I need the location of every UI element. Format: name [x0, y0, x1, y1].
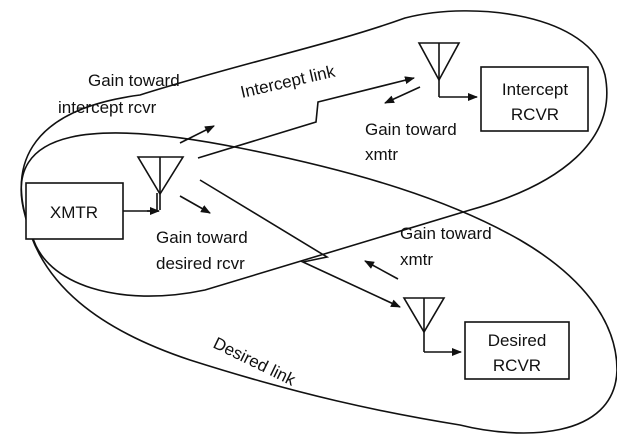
gain-toward-intercept-line1: Gain toward	[88, 71, 180, 90]
transmitter-label: XMTR	[50, 203, 98, 222]
desired-antenna-icon	[402, 297, 446, 352]
gain-toward-desired-arrow	[179, 195, 211, 214]
desired-gain-toward-xmtr-line1: Gain toward	[400, 224, 492, 243]
desired-gain-toward-xmtr-line2: xmtr	[400, 250, 433, 269]
desired-link-lobe	[20, 132, 617, 434]
intercept-gain-toward-xmtr-arrow	[384, 86, 421, 104]
intercept-receiver-box	[480, 66, 589, 132]
intercept-link-path	[197, 76, 415, 159]
gain-toward-intercept-line2: intercept rcvr	[58, 98, 157, 117]
desired-link-path	[199, 179, 401, 308]
desired-link-label: Desired link	[210, 334, 299, 390]
gain-toward-desired-line1: Gain toward	[156, 228, 248, 247]
gain-toward-intercept-arrow	[179, 125, 215, 144]
intercept-antenna-icon	[417, 42, 461, 97]
transmitter-antenna-icon	[136, 156, 185, 210]
desired-receiver-label-line2: RCVR	[493, 356, 541, 375]
intercept-gain-toward-xmtr-line2: xmtr	[365, 145, 398, 164]
gain-toward-desired-line2: desired rcvr	[156, 254, 245, 273]
transmitter-feed-line	[123, 193, 158, 212]
intercept-receiver-label-line1: Intercept	[502, 80, 568, 99]
intercept-receiver-label-line2: RCVR	[511, 105, 559, 124]
desired-receiver-label-line1: Desired	[488, 331, 547, 350]
intercept-link-lobe	[20, 10, 608, 297]
desired-receiver-box	[464, 321, 570, 380]
transmitter-box	[25, 182, 124, 240]
intercept-link-label: Intercept link	[239, 62, 338, 102]
desired-gain-toward-xmtr-arrow	[364, 260, 399, 280]
intercept-gain-toward-xmtr-line1: Gain toward	[365, 120, 457, 139]
